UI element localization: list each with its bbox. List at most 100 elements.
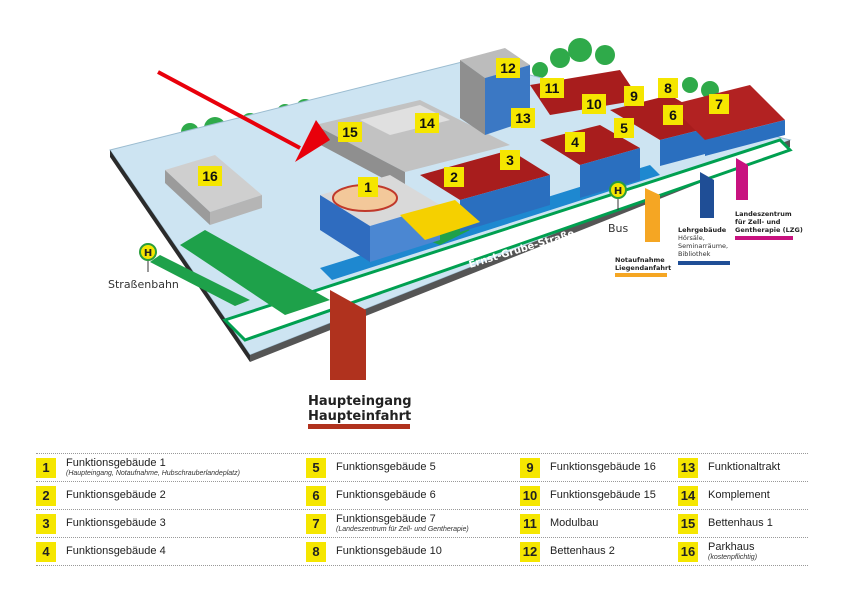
campus-map: Haupteingang Haupteinfahrt Ernst-Grube-S…: [108, 38, 803, 429]
legend-building-name: Modulbau: [550, 516, 599, 529]
lzg-line1: Landeszentrum: [735, 210, 792, 218]
ground-edge: [110, 150, 250, 362]
building-number-14[interactable]: 14: [415, 113, 439, 133]
building-12: [460, 48, 530, 135]
svg-text:8: 8: [664, 80, 672, 96]
legend-number-badge: 1: [36, 457, 56, 478]
building-number-1[interactable]: 1: [358, 177, 378, 197]
teaching-line1: Lehrgebäude: [678, 226, 727, 234]
forecourt: [400, 200, 480, 240]
tram-stop: H: [139, 243, 157, 272]
legend-number-badge: 8: [306, 541, 326, 562]
tram-label: Straßenbahn: [108, 278, 179, 291]
legend-building-note: (kostenpflichtig): [708, 553, 758, 561]
legend-item-5[interactable]: 5 Funktionsgebäude 5: [306, 454, 520, 481]
legend-item-16[interactable]: 16 Parkhaus(kostenpflichtig): [678, 538, 808, 565]
legend-building-name: Funktionsgebäude 3: [66, 516, 166, 529]
legend-building-name: Komplement: [708, 488, 770, 501]
building-number-8[interactable]: 8: [658, 78, 678, 98]
teaching-line4: Bibliothek: [678, 250, 711, 258]
legend-building-name: Bettenhaus 1: [708, 516, 773, 529]
svg-text:6: 6: [669, 107, 677, 123]
building-number-13[interactable]: 13: [511, 108, 535, 128]
legend-item-4[interactable]: 4 Funktionsgebäude 4: [36, 538, 306, 565]
legend-number-badge: 11: [520, 513, 540, 534]
legend-item-2[interactable]: 2 Funktionsgebäude 2: [36, 482, 306, 509]
svg-text:9: 9: [630, 88, 638, 104]
entrance-bar: [308, 424, 410, 429]
building-number-12[interactable]: 12: [496, 58, 520, 78]
legend-row: 4 Funktionsgebäude 4 8 Funktionsgebäude 10 1…: [36, 538, 808, 566]
emergency-flag: [645, 188, 660, 242]
svg-text:10: 10: [586, 96, 602, 112]
legend-number-badge: 9: [520, 457, 540, 478]
legend-item-10[interactable]: 10 Funktionsgebäude 15: [520, 482, 678, 509]
legend-number-badge: 10: [520, 485, 540, 506]
building-number-15[interactable]: 15: [338, 122, 362, 142]
building-number-10[interactable]: 10: [582, 94, 606, 114]
building-number-7[interactable]: 7: [709, 94, 729, 114]
legend-number-badge: 15: [678, 513, 698, 534]
legend-item-12[interactable]: 12 Bettenhaus 2: [520, 538, 678, 565]
building-number-11[interactable]: 11: [540, 78, 564, 98]
building-number-9[interactable]: 9: [624, 86, 644, 106]
legend-building-name: Funktionsgebäude 5: [336, 460, 436, 473]
svg-text:15: 15: [342, 124, 358, 140]
building-number-16[interactable]: 16: [198, 166, 222, 186]
emergency-line1: Notaufnahme: [615, 256, 665, 264]
legend-item-11[interactable]: 11 Modulbau: [520, 510, 678, 537]
building-14-15: [315, 100, 510, 190]
svg-text:14: 14: [419, 115, 435, 131]
legend-building-name: Funktionsgebäude 2: [66, 488, 166, 501]
legend-building-name: Funktionsgebäude 7: [336, 513, 436, 526]
legend-item-15[interactable]: 15 Bettenhaus 1: [678, 510, 808, 537]
svg-text:1: 1: [364, 179, 372, 195]
legend-building-name: Bettenhaus 2: [550, 544, 615, 557]
building-number-5[interactable]: 5: [614, 118, 634, 138]
legend-number-badge: 4: [36, 541, 56, 562]
legend-number-badge: 14: [678, 485, 698, 506]
svg-text:13: 13: [515, 110, 531, 126]
svg-text:16: 16: [202, 168, 218, 184]
lzg-line3: Gentherapie (LZG): [735, 226, 803, 234]
legend-number-badge: 16: [678, 541, 698, 562]
main-drive-label: Haupteinfahrt: [308, 409, 411, 424]
legend-building-name: Parkhaus: [708, 541, 755, 554]
building-number-labels: 1 2 3 4 5 6 7 8 9 10 11 12 13 14 15 16: [198, 58, 729, 197]
svg-text:12: 12: [500, 60, 516, 76]
building-number-6[interactable]: 6: [663, 105, 683, 125]
legend-number-badge: 13: [678, 457, 698, 478]
svg-text:4: 4: [571, 134, 579, 150]
legend-building-name: Funktionsgebäude 10: [336, 544, 442, 557]
svg-text:11: 11: [545, 80, 560, 96]
building-number-2[interactable]: 2: [444, 167, 464, 187]
legend-item-14[interactable]: 14 Komplement: [678, 482, 808, 509]
teaching-line2: Hörsäle,: [678, 234, 705, 242]
svg-text:2: 2: [450, 169, 458, 185]
legend-number-badge: 12: [520, 541, 540, 562]
building-number-3[interactable]: 3: [500, 150, 520, 170]
legend-building-name: Funktionsgebäude 15: [550, 488, 656, 501]
teaching-bar: [678, 261, 730, 265]
lzg-flag: [736, 158, 748, 200]
emergency-line2: Liegendanfahrt: [615, 264, 671, 272]
teaching-flag: [700, 172, 714, 218]
legend-number-badge: 5: [306, 457, 326, 478]
teaching-line3: Seminarräume,: [678, 242, 728, 250]
building-number-4[interactable]: 4: [565, 132, 585, 152]
legend-building-name: Funktionsgebäude 4: [66, 544, 166, 557]
legend-number-badge: 2: [36, 485, 56, 506]
legend-item-8[interactable]: 8 Funktionsgebäude 10: [306, 538, 520, 565]
legend-number-badge: 7: [306, 513, 326, 534]
svg-text:3: 3: [506, 152, 514, 168]
lzg-bar: [735, 236, 793, 240]
